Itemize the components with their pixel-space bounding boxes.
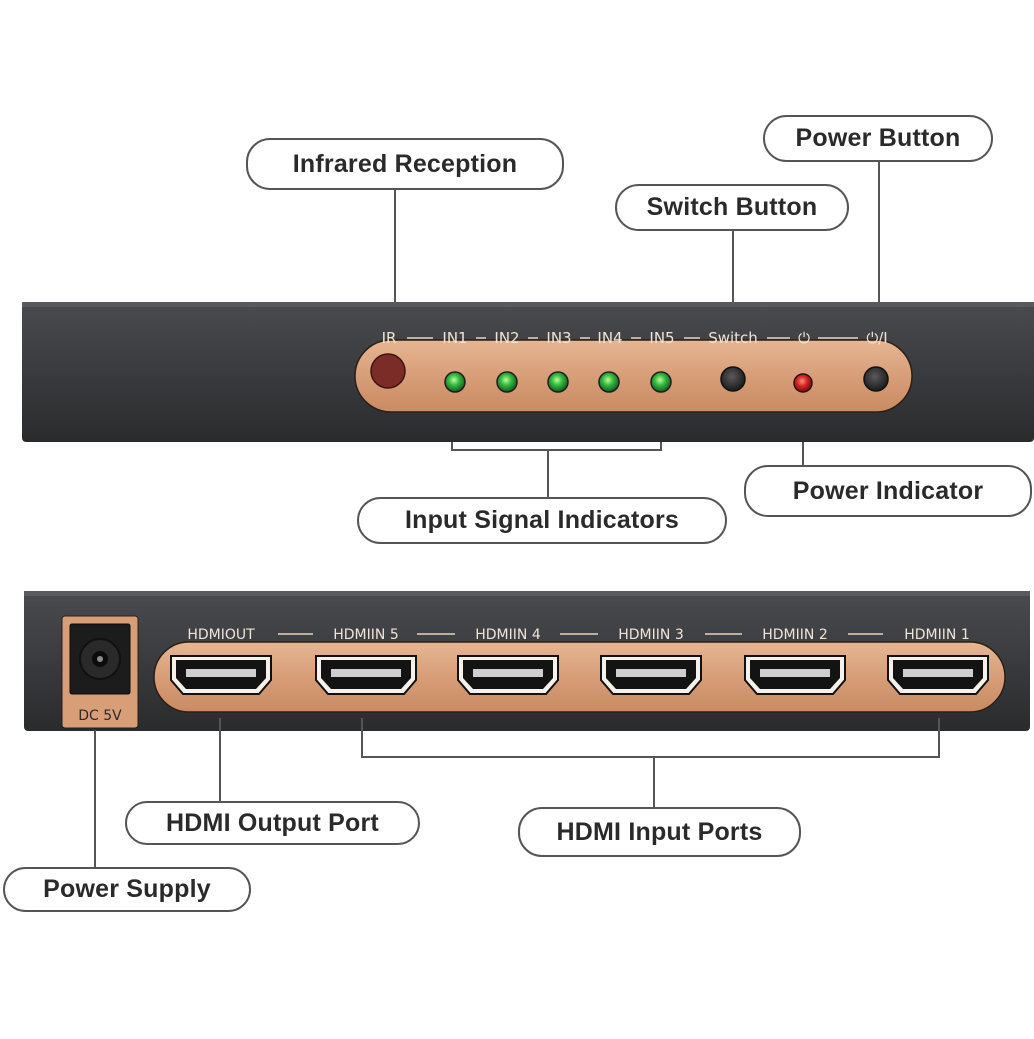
callout-power-supply: Power Supply xyxy=(3,867,251,912)
label-hdmi-in5: HDMIIN 5 xyxy=(333,627,398,643)
callout-hdmi-input-ports: HDMI Input Ports xyxy=(518,807,801,857)
label-in1: IN1 xyxy=(442,329,467,347)
label-in3: IN3 xyxy=(546,329,571,347)
front-control-strip xyxy=(354,339,913,413)
dc-label: DC 5V xyxy=(78,708,122,724)
label-hdmi-in1: HDMIIN 1 xyxy=(904,627,969,643)
power-led xyxy=(793,373,813,393)
hdmi-port-in1[interactable] xyxy=(887,655,989,695)
label-hdmi-in3: HDMIIN 3 xyxy=(618,627,683,643)
hdmi-port-in4[interactable] xyxy=(457,655,559,695)
label-in2: IN2 xyxy=(494,329,519,347)
label-switch: Switch xyxy=(708,329,758,347)
hdmi-port-in2[interactable] xyxy=(744,655,846,695)
rear-panel: DC 5V HDMIOUT HDMIIN 5 HDMIIN 4 HDMIIN 3… xyxy=(24,591,1030,731)
hdmi-port-in3[interactable] xyxy=(600,655,702,695)
led-in3 xyxy=(547,371,569,393)
callout-hdmi-output-port: HDMI Output Port xyxy=(125,801,420,845)
label-hdmi-in2: HDMIIN 2 xyxy=(762,627,827,643)
callout-power-indicator: Power Indicator xyxy=(744,465,1032,517)
label-in4: IN4 xyxy=(597,329,622,347)
label-power-indicator-symbol: ⏻ xyxy=(798,329,810,347)
callout-infrared-reception: Infrared Reception xyxy=(246,138,564,190)
label-ir: IR xyxy=(382,329,397,347)
led-in5 xyxy=(650,371,672,393)
led-in4 xyxy=(598,371,620,393)
callout-input-signal-indicators: Input Signal Indicators xyxy=(357,497,727,544)
label-hdmi-out: HDMIOUT xyxy=(187,627,255,643)
label-in5: IN5 xyxy=(649,329,674,347)
rear-leader-lines xyxy=(94,718,940,868)
rear-port-strip xyxy=(153,641,1006,713)
label-power-button-symbol: ⏻/I xyxy=(866,329,887,347)
led-in1 xyxy=(444,371,466,393)
hdmi-port-out[interactable] xyxy=(170,655,272,695)
switch-button[interactable] xyxy=(720,366,746,392)
callout-switch-button: Switch Button xyxy=(615,184,849,231)
front-panel: IR IN1 IN2 IN3 IN4 IN5 Switch ⏻ ⏻/I xyxy=(22,302,1034,442)
power-button[interactable] xyxy=(863,366,889,392)
callout-power-button: Power Button xyxy=(763,115,993,162)
label-hdmi-in4: HDMIIN 4 xyxy=(475,627,541,643)
led-in2 xyxy=(496,371,518,393)
dc-jack: DC 5V xyxy=(61,615,139,729)
ir-window xyxy=(370,353,406,389)
hdmi-port-in5[interactable] xyxy=(315,655,417,695)
